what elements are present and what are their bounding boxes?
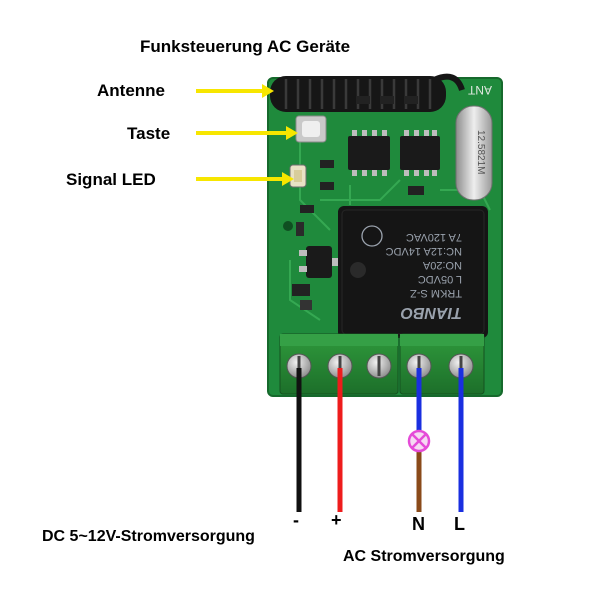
signal-led: [289, 164, 307, 188]
label-taste: Taste: [127, 124, 171, 143]
relay-marking: TIANBO TRKM S-Z L 05VDC NO:20A NC:12A 14…: [386, 231, 462, 321]
relay-line: TRKM S-Z: [410, 287, 462, 299]
relay-brand: TIANBO: [400, 304, 462, 321]
relay-line: L 05VDC: [418, 273, 462, 285]
label-antenne: Antenne: [97, 81, 165, 100]
ac-supply-label: AC Stromversorgung: [343, 548, 505, 565]
lamp-icon: [407, 429, 431, 453]
relay-line: 7A 120VAC: [406, 231, 462, 243]
dc-supply-label: DC 5~12V-Stromversorgung: [42, 528, 255, 545]
arrow-antenne: [196, 84, 274, 98]
mounting-hole: [283, 221, 293, 231]
relay-line: NC:12A 14VDC: [386, 245, 462, 257]
relay: [338, 206, 488, 338]
ic-chip: [348, 130, 390, 176]
terminal-plus-label: +: [331, 510, 342, 530]
diagram-title: Funksteuerung AC Geräte: [140, 37, 351, 56]
arrow-signal-led: [196, 172, 294, 186]
ant-marking: ANT: [467, 83, 492, 97]
terminal-minus-label: -: [293, 510, 299, 530]
terminal-screw: [366, 353, 392, 379]
ic-chip: [400, 130, 440, 176]
smd-components: [292, 96, 424, 310]
arrow-taste: [196, 126, 298, 140]
terminal-n-label: N: [412, 514, 425, 534]
transistor: [299, 246, 340, 278]
terminal-l-label: L: [454, 514, 465, 534]
pcb-traces: [289, 120, 491, 321]
crystal-marking: 12.5821M: [475, 130, 486, 174]
push-button[interactable]: [295, 115, 327, 143]
terminal-screws: [286, 353, 474, 379]
crystal-oscillator: 12.5821M: [455, 105, 493, 201]
callout-arrows: [196, 84, 298, 186]
antenna-coil: [270, 73, 465, 112]
relay-line: NO:20A: [422, 259, 462, 271]
label-signal-led: Signal LED: [66, 170, 156, 189]
